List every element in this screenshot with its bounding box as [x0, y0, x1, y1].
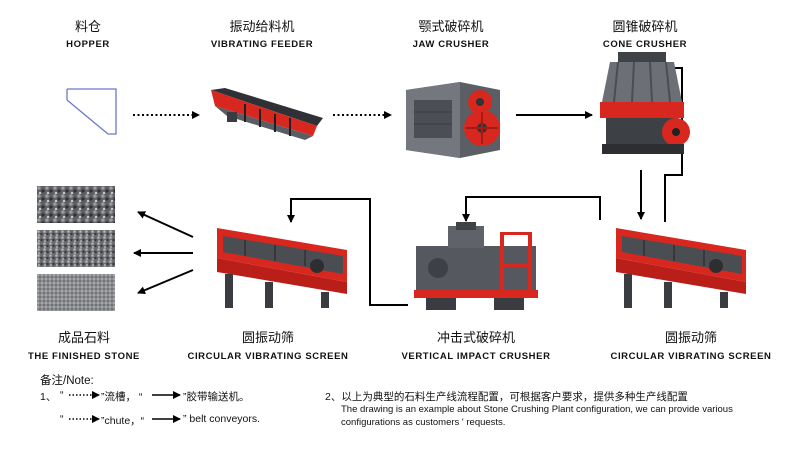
- note-1-en-belt: ” belt conveyors.: [183, 413, 261, 425]
- vertical-impact-crusher-illustration: [414, 222, 538, 310]
- note-1-cn-open: “: [60, 389, 64, 401]
- note-2-en-line1: The drawing is an example about Stone Cr…: [341, 404, 733, 415]
- label-finished-stone: 成品石料 THE FINISHED STONE: [28, 327, 140, 362]
- cone-crusher-cn: 圆锥破碎机: [612, 20, 678, 35]
- finished-stone-en: THE FINISHED STONE: [28, 351, 140, 362]
- cone-crusher-en: CONE CRUSHER: [602, 39, 688, 50]
- stone-sample-fine: [37, 274, 115, 311]
- screen-left-en: CIRCULAR VIBRATING SCREEN: [187, 351, 349, 362]
- note-1-num: 1、: [40, 391, 57, 403]
- cone-crusher-illustration: [600, 52, 690, 154]
- note-1-cn-chute: ”流槽， “: [101, 391, 143, 403]
- label-cone-crusher: 圆锥破碎机 CONE CRUSHER: [603, 16, 687, 50]
- hopper-illustration: [66, 88, 117, 135]
- hopper-cn: 料仓: [74, 20, 102, 35]
- jaw-crusher-illustration: [406, 82, 500, 158]
- belt-arrow-screen-return-cone: [664, 64, 683, 222]
- screen-right-cn: 圆振动筛: [664, 331, 717, 346]
- label-vibrating-feeder: 振动给料机 VIBRATING FEEDER: [211, 16, 313, 50]
- label-hopper: 料仓 HOPPER: [66, 16, 110, 50]
- label-jaw-crusher: 颚式破碎机 JAW CRUSHER: [413, 16, 490, 50]
- jaw-crusher-en: JAW CRUSHER: [412, 39, 490, 50]
- vibrating-screen-left-illustration: [217, 228, 347, 308]
- note-2-cn: 2、以上为典型的石料生产线流程配置，可根据客户要求，提供多种生产线配置: [325, 391, 688, 403]
- note-1-en-chute: ”chute，“: [101, 415, 145, 427]
- note-1-en-open: “: [60, 413, 64, 425]
- belt-arrow-to-stone-1: [137, 211, 194, 238]
- vibrating-feeder-en: VIBRATING FEEDER: [210, 39, 314, 50]
- vibrating-feeder-illustration: [211, 88, 323, 140]
- notes-title: 备注/Note:: [40, 375, 94, 387]
- belt-arrow-impact-screen: [287, 198, 408, 306]
- belt-arrow-to-stone-3: [137, 269, 194, 294]
- finished-stone-cn: 成品石料: [57, 331, 111, 346]
- belt-arrow-screen-impact: [462, 196, 601, 222]
- vibrating-feeder-cn: 振动给料机: [229, 20, 295, 35]
- stone-sample-coarse: [37, 186, 115, 223]
- stone-sample-medium: [37, 230, 115, 267]
- screen-left-cn: 圆振动筛: [241, 331, 294, 346]
- label-screen-right: 圆振动筛 CIRCULAR VIBRATING SCREEN: [610, 327, 771, 362]
- vertical-impact-en: VERTICAL IMPACT CRUSHER: [401, 351, 551, 362]
- vertical-impact-cn: 冲击式破碎机: [436, 331, 515, 346]
- hopper-en: HOPPER: [66, 39, 110, 50]
- vibrating-screen-right-illustration: [616, 228, 746, 308]
- label-vertical-impact: 冲击式破碎机 VERTICAL IMPACT CRUSHER: [401, 327, 550, 362]
- note-2-en-line2: configurations as customers ' requests.: [341, 417, 506, 428]
- label-screen-left: 圆振动筛 CIRCULAR VIBRATING SCREEN: [187, 327, 348, 362]
- note-1-cn-belt: ”胶带输送机。: [183, 391, 250, 403]
- screen-right-en: CIRCULAR VIBRATING SCREEN: [610, 351, 772, 362]
- jaw-crusher-cn: 颚式破碎机: [418, 20, 484, 35]
